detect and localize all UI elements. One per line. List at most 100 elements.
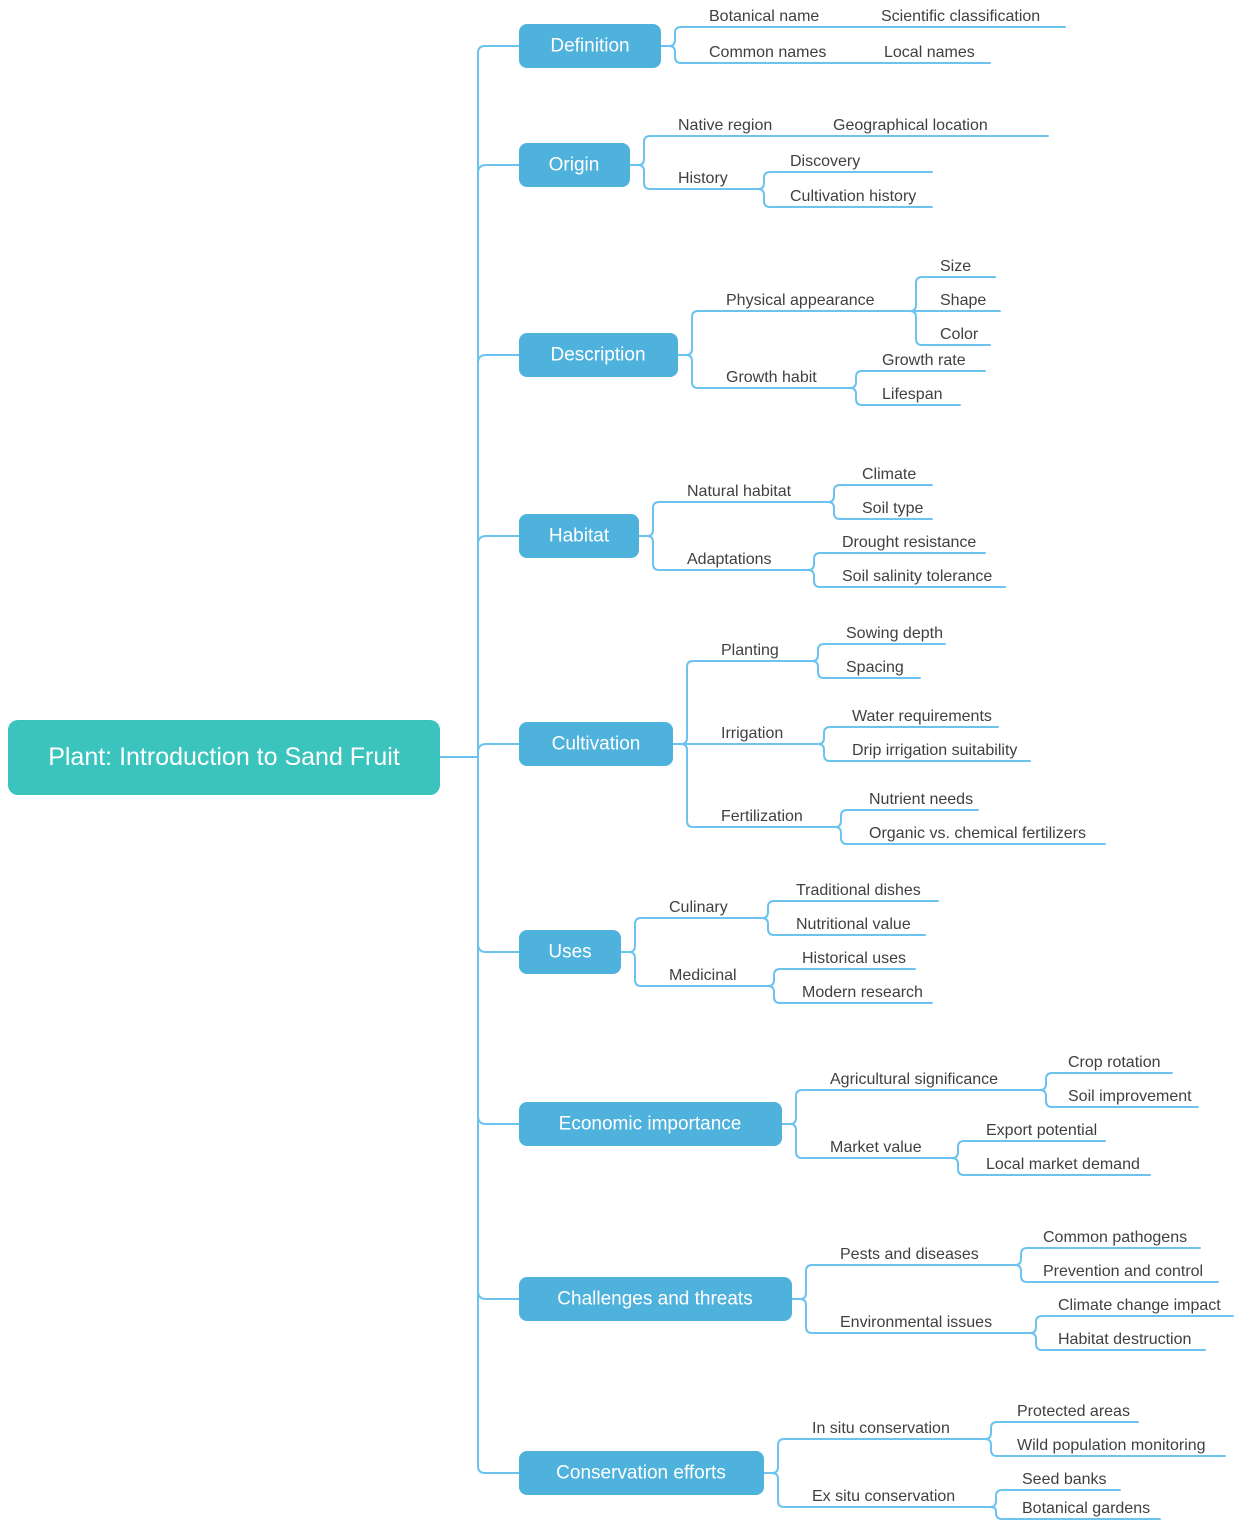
subtopic-scientific-classification[interactable]: Scientific classification <box>881 8 1040 25</box>
topic-physical-appearance[interactable]: Physical appearance <box>726 292 875 309</box>
line-ex-situ-conservation <box>763 1472 991 1508</box>
line-history <box>629 164 759 190</box>
subtopic-botanical-gardens[interactable]: Botanical gardens <box>1022 1500 1150 1517</box>
subtopic-local-market-demand[interactable]: Local market demand <box>986 1156 1140 1173</box>
subtopic-modern-research[interactable]: Modern research <box>802 984 923 1001</box>
subtopic-nutrient-needs[interactable]: Nutrient needs <box>869 791 973 808</box>
branch-box-habitat <box>519 514 639 558</box>
branch-node-challenges-and-threats[interactable]: Challenges and threats <box>519 1277 792 1321</box>
line-color <box>909 310 991 346</box>
line-water-requirements <box>817 726 999 745</box>
line-soil-improvement <box>1039 1089 1199 1108</box>
topic-history[interactable]: History <box>678 170 728 187</box>
subtopic-habitat-destruction[interactable]: Habitat destruction <box>1058 1331 1191 1348</box>
branch-node-economic-importance[interactable]: Economic importance <box>519 1102 782 1146</box>
line-cultivation-history <box>757 188 933 208</box>
topic-medicinal[interactable]: Medicinal <box>669 967 737 984</box>
line-sowing-depth <box>811 643 946 662</box>
root-node-box <box>8 720 440 795</box>
subtopic-shape[interactable]: Shape <box>940 292 986 309</box>
subtopic-soil-type[interactable]: Soil type <box>862 500 923 517</box>
topic-planting[interactable]: Planting <box>721 642 779 659</box>
branch-node-habitat[interactable]: Habitat <box>519 514 639 558</box>
branch-label-economic-importance: Economic importance <box>559 1114 742 1135</box>
subtopic-export-potential[interactable]: Export potential <box>986 1122 1097 1139</box>
branch-label-cultivation: Cultivation <box>552 734 641 755</box>
subtopic-spacing[interactable]: Spacing <box>846 659 904 676</box>
line-wild-population-monitoring <box>984 1438 1226 1457</box>
line-local-market-demand <box>951 1157 1151 1176</box>
branch-label-conservation-efforts: Conservation efforts <box>556 1463 726 1484</box>
topic-adaptations[interactable]: Adaptations <box>687 551 772 568</box>
subtopic-protected-areas[interactable]: Protected areas <box>1017 1403 1130 1420</box>
connector-branch-economic-importance <box>477 1115 520 1125</box>
branch-box-cultivation <box>519 722 673 766</box>
topic-irrigation[interactable]: Irrigation <box>721 725 783 742</box>
topic-native-region[interactable]: Native region <box>678 117 772 134</box>
line-size <box>909 276 996 312</box>
branch-node-conservation-efforts[interactable]: Conservation efforts <box>519 1451 764 1495</box>
topic-botanical-name[interactable]: Botanical name <box>709 8 819 25</box>
subtopic-soil-improvement[interactable]: Soil improvement <box>1068 1088 1192 1105</box>
topic-environmental-issues[interactable]: Environmental issues <box>840 1314 992 1331</box>
subtopic-historical-uses[interactable]: Historical uses <box>802 950 906 967</box>
subtopic-drought-resistance[interactable]: Drought resistance <box>842 534 976 551</box>
line-soil-salinity-tolerance <box>807 569 1006 588</box>
connectors <box>439 26 1234 1520</box>
topic-in-situ-conservation[interactable]: In situ conservation <box>812 1420 950 1437</box>
topic-agricultural-significance[interactable]: Agricultural significance <box>830 1071 998 1088</box>
subtopic-wild-population-monitoring[interactable]: Wild population monitoring <box>1017 1437 1206 1454</box>
subtopic-nutritional-value[interactable]: Nutritional value <box>796 916 911 933</box>
root-node-label: Plant: Introduction to Sand Fruit <box>48 743 400 771</box>
topic-pests-and-diseases[interactable]: Pests and diseases <box>840 1246 979 1263</box>
topic-market-value[interactable]: Market value <box>830 1139 922 1156</box>
branch-node-origin[interactable]: Origin <box>519 143 630 187</box>
branch-box-economic-importance <box>519 1102 782 1146</box>
topic-growth-habit[interactable]: Growth habit <box>726 369 817 386</box>
subtopic-drip-irrigation-suitability[interactable]: Drip irrigation suitability <box>852 742 1017 759</box>
subtopic-common-pathogens[interactable]: Common pathogens <box>1043 1229 1187 1246</box>
subtopic-seed-banks[interactable]: Seed banks <box>1022 1471 1107 1488</box>
line-common-names <box>660 45 991 64</box>
root-node[interactable]: Plant: Introduction to Sand Fruit <box>8 720 440 795</box>
topic-ex-situ-conservation[interactable]: Ex situ conservation <box>812 1488 955 1505</box>
subtopic-climate-change-impact[interactable]: Climate change impact <box>1058 1297 1221 1314</box>
branch-node-cultivation[interactable]: Cultivation <box>519 722 673 766</box>
subtopic-size[interactable]: Size <box>940 258 971 275</box>
branch-node-description[interactable]: Description <box>519 333 678 377</box>
subtopic-crop-rotation[interactable]: Crop rotation <box>1068 1054 1161 1071</box>
subtopic-prevention-and-control[interactable]: Prevention and control <box>1043 1263 1203 1280</box>
branch-label-description: Description <box>550 345 645 366</box>
connector-branch-origin <box>477 164 520 174</box>
subtopic-organic-vs-chemical-fertilizers[interactable]: Organic vs. chemical fertilizers <box>869 825 1086 842</box>
subtopic-cultivation-history[interactable]: Cultivation history <box>790 188 916 205</box>
subtopic-water-requirements[interactable]: Water requirements <box>852 708 992 725</box>
line-common-pathogens <box>1014 1247 1201 1266</box>
topic-natural-habitat[interactable]: Natural habitat <box>687 483 792 500</box>
subtopic-traditional-dishes[interactable]: Traditional dishes <box>796 882 921 899</box>
branch-box-description <box>519 333 678 377</box>
line-growth-habit <box>677 354 851 389</box>
connector-branch-challenges <box>477 1290 520 1300</box>
line-growth-rate <box>849 370 986 389</box>
branch-node-uses[interactable]: Uses <box>519 930 621 974</box>
subtopic-climate[interactable]: Climate <box>862 466 916 483</box>
subtopic-color[interactable]: Color <box>940 326 979 343</box>
topic-common-names[interactable]: Common names <box>709 44 826 61</box>
subtopic-growth-rate[interactable]: Growth rate <box>882 352 966 369</box>
connector-branch-uses <box>477 943 520 953</box>
subtopic-lifespan[interactable]: Lifespan <box>882 386 943 403</box>
subtopic-soil-salinity-tolerance[interactable]: Soil salinity tolerance <box>842 568 992 585</box>
branch-node-definition[interactable]: Definition <box>519 24 661 68</box>
line-crop-rotation <box>1039 1072 1173 1091</box>
topic-fertilization[interactable]: Fertilization <box>721 808 803 825</box>
subtopic-geographical-location[interactable]: Geographical location <box>833 117 988 134</box>
line-medicinal <box>620 951 769 987</box>
subtopic-local-names[interactable]: Local names <box>884 44 975 61</box>
subtopic-sowing-depth[interactable]: Sowing depth <box>846 625 943 642</box>
branch-box-conservation-efforts <box>519 1451 764 1495</box>
topic-culinary[interactable]: Culinary <box>669 899 728 916</box>
subtopic-discovery[interactable]: Discovery <box>790 153 860 170</box>
line-environmental-issues <box>791 1298 1031 1334</box>
